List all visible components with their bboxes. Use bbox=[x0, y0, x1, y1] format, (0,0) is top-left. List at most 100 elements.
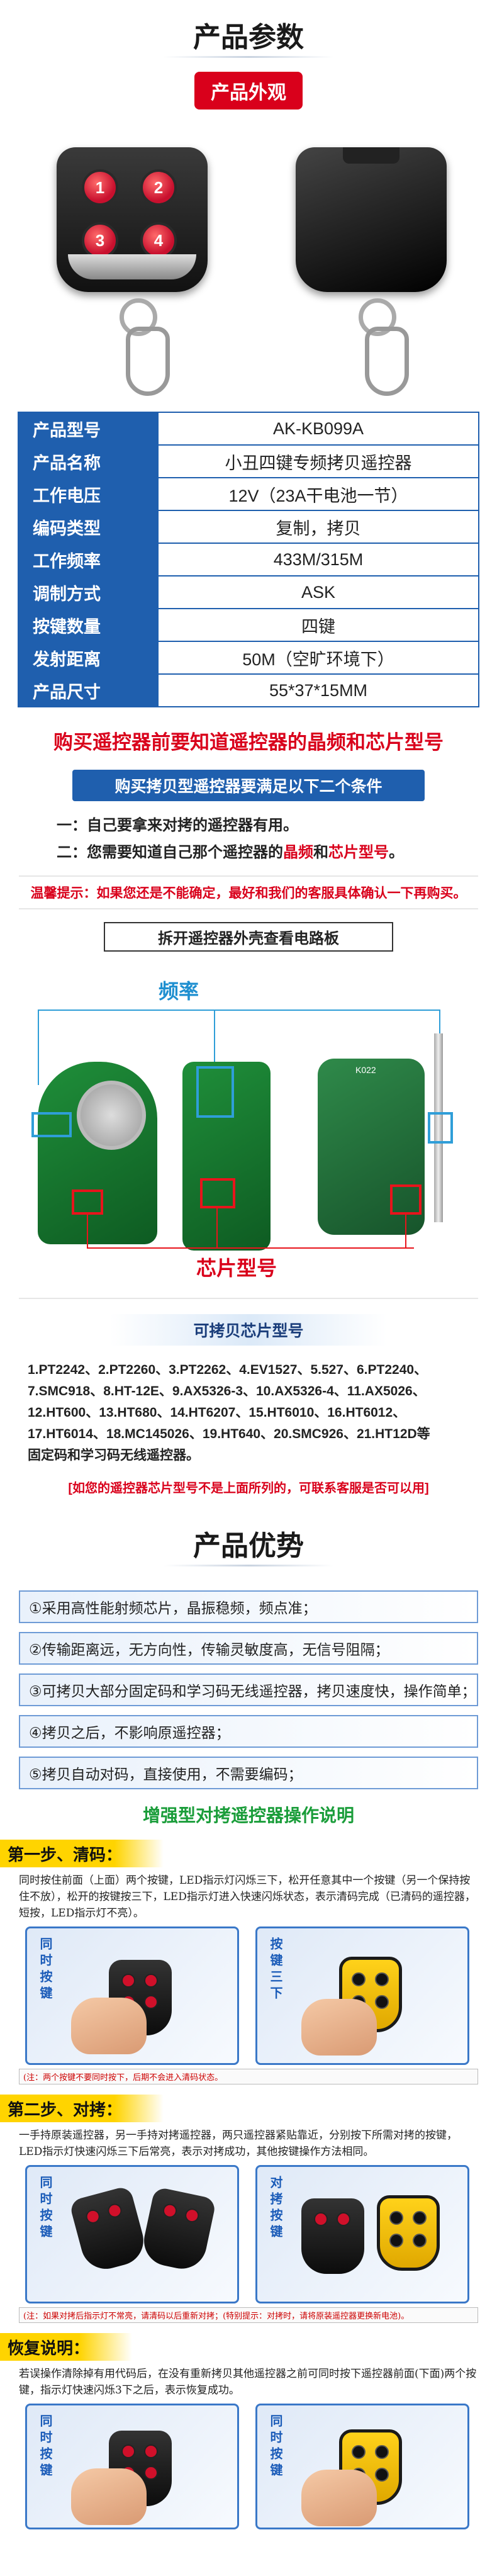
button-dot bbox=[184, 2207, 201, 2224]
step1-photos: 同时按键 按键三下 bbox=[0, 1926, 497, 2065]
divider bbox=[19, 1298, 478, 1299]
conditions-list: 一：自己要拿来对拷的遥控器有用。 二：您需要知道自己那个遥控器的晶频和芯片型号。 bbox=[0, 801, 497, 862]
spec-value: 55*37*15MM bbox=[157, 673, 479, 707]
table-row: 编码类型复制，拷贝 bbox=[18, 510, 479, 544]
button-dot bbox=[144, 2466, 158, 2480]
hand-icon bbox=[301, 2470, 377, 2526]
chip-label: 芯片型号 bbox=[196, 1257, 277, 1280]
button-dot bbox=[375, 1995, 389, 2009]
spec-value: 四键 bbox=[157, 608, 479, 642]
step1-description: 同时按住前面（上面）两个按键，LED指示灯闪烁三下，松开任意其中一个按键（另一个… bbox=[19, 1874, 476, 1920]
button-dot bbox=[161, 2202, 179, 2219]
divider bbox=[19, 875, 478, 877]
pcb-text: K022 bbox=[355, 1065, 376, 1075]
condition-text: 和 bbox=[313, 844, 328, 861]
condition-text: 二：您需要知道自己那个遥控器的 bbox=[57, 844, 283, 861]
spec-key: 工作频率 bbox=[18, 543, 159, 577]
button-dot bbox=[314, 2212, 328, 2226]
product-photos: 1 2 3 4 bbox=[0, 110, 497, 412]
advantages-list: ①采用高性能射频芯片，晶振稳频，频点准； ②传输距离远，无方向性，传输灵敏度高，… bbox=[0, 1590, 497, 1789]
chip-pointer-line bbox=[405, 1215, 406, 1249]
step2-photo-left: 同时按键 bbox=[25, 2165, 239, 2303]
step2-vertical-label: 对拷按键 bbox=[268, 2176, 282, 2241]
chip-line: 12.HT600、13.HT680、14.HT6207、15.HT6010、16… bbox=[28, 1405, 406, 1420]
appearance-header: 产品外观 bbox=[0, 72, 497, 110]
remote-back-photo bbox=[264, 110, 472, 412]
battery-icon bbox=[77, 1081, 146, 1150]
pcb-illustration: 频率 K022 芯片型号 bbox=[0, 952, 497, 1280]
spec-key: 编码类型 bbox=[18, 510, 159, 544]
chip-box bbox=[72, 1190, 103, 1215]
spec-value: 小丑四键专频拷贝遥控器 bbox=[157, 444, 479, 478]
remote-front-photo: 1 2 3 4 bbox=[25, 110, 233, 412]
remote-icon bbox=[69, 2185, 149, 2275]
chips-title: 可拷贝芯片型号 bbox=[110, 1314, 387, 1346]
copy-remote-icon bbox=[377, 2195, 440, 2271]
chip-model-list: 1.PT2242、2.PT2260、3.PT2262、4.EV1527、5.52… bbox=[0, 1359, 497, 1466]
condition-text: 。 bbox=[389, 844, 404, 861]
button-dot bbox=[352, 2445, 366, 2459]
freq-pointer-line bbox=[214, 1010, 215, 1072]
step2-vertical-label: 同时按键 bbox=[38, 2176, 52, 2241]
chip-pointer-line bbox=[87, 1247, 414, 1249]
remote-body: 1 2 3 4 bbox=[57, 147, 208, 292]
advantage-item: ①采用高性能射频芯片，晶振稳频，频点准； bbox=[19, 1590, 478, 1623]
condition-text: 晶频 bbox=[283, 844, 313, 861]
spec-key: 按键数量 bbox=[18, 608, 159, 642]
button-dot bbox=[337, 2212, 350, 2226]
restore-description: 若误操作清除掉有用代码后，在没有重新拷贝其他遥控器之前可同时按下遥控器前面(下面… bbox=[19, 2368, 477, 2397]
buy-heading-part: 晶频 bbox=[307, 731, 346, 753]
step2-description: 一手持原装遥控器，另一手持对拷遥控器，两只遥控器紧贴靠近，分别按下所需对拷的按键… bbox=[19, 2129, 457, 2158]
freq-box bbox=[196, 1066, 234, 1118]
restore-vertical-label: 同时按键 bbox=[38, 2414, 52, 2480]
divider bbox=[19, 908, 478, 909]
restore-photo-right: 同时按键 bbox=[255, 2404, 469, 2529]
freq-box bbox=[428, 1112, 453, 1144]
buy-heading-part: 芯片型号 bbox=[366, 731, 444, 753]
pcb-board-1 bbox=[38, 1062, 157, 1244]
chips-note: [如您的遥控器芯片型号不是上面所列的，可联系客服是否可以用] bbox=[68, 1482, 429, 1495]
freq-pointer-line bbox=[38, 1010, 440, 1011]
remote-button-4: 4 bbox=[140, 222, 177, 259]
button-dot bbox=[375, 2468, 389, 2482]
spec-key: 产品名称 bbox=[18, 444, 159, 478]
restore-photos: 同时按键 同时按键 bbox=[0, 2404, 497, 2529]
step2-note: (注：如果对拷后指示灯不常亮，请清码以后重新对拷；(特别提示：对拷时，请将原装遥… bbox=[19, 2307, 478, 2323]
section-title-params: 产品参数 bbox=[0, 0, 497, 69]
hand-icon bbox=[71, 2468, 147, 2525]
remote-icon bbox=[301, 2198, 364, 2274]
spec-key: 发射距离 bbox=[18, 641, 159, 675]
freq-pointer-line bbox=[38, 1010, 39, 1085]
freq-box bbox=[31, 1112, 72, 1137]
disassemble-heading: 拆开遥控器外壳查看电路板 bbox=[104, 922, 393, 952]
step1-photo-right: 按键三下 bbox=[255, 1926, 469, 2065]
step2-photos: 同时按键 对拷按键 bbox=[0, 2165, 497, 2303]
button-dot bbox=[413, 2234, 427, 2247]
restore-vertical-label: 同时按键 bbox=[268, 2414, 282, 2480]
step2-heading: 第二步、对拷： bbox=[0, 2095, 164, 2122]
tip-text: 温馨提示：如果您还是不能确定，最好和我们的客服具体确认一下再购买。 bbox=[30, 886, 467, 901]
spec-key: 产品型号 bbox=[18, 412, 159, 446]
spec-value: 433M/315M bbox=[157, 543, 479, 577]
table-row: 按键数量四键 bbox=[18, 608, 479, 642]
chip-box bbox=[200, 1178, 235, 1208]
remote-button-3: 3 bbox=[82, 222, 118, 259]
key-clip-icon bbox=[365, 327, 409, 396]
buy-heading-part: 和 bbox=[346, 731, 366, 753]
chip-pointer-line bbox=[216, 1208, 218, 1249]
remote-button-1: 1 bbox=[82, 169, 118, 206]
button-dot bbox=[84, 2208, 102, 2225]
button-dot bbox=[121, 1974, 135, 1988]
remote-button-2: 2 bbox=[140, 169, 177, 206]
step2-photo-right: 对拷按键 bbox=[255, 2165, 469, 2303]
restore-photo-left: 同时按键 bbox=[25, 2404, 239, 2529]
pcb-board-3: K022 bbox=[318, 1059, 425, 1235]
chrome-trim bbox=[68, 254, 196, 279]
chip-box bbox=[390, 1184, 422, 1215]
spec-value: 复制，拷贝 bbox=[157, 510, 479, 544]
condition-2: 二：您需要知道自己那个遥控器的晶频和芯片型号。 bbox=[57, 840, 497, 862]
